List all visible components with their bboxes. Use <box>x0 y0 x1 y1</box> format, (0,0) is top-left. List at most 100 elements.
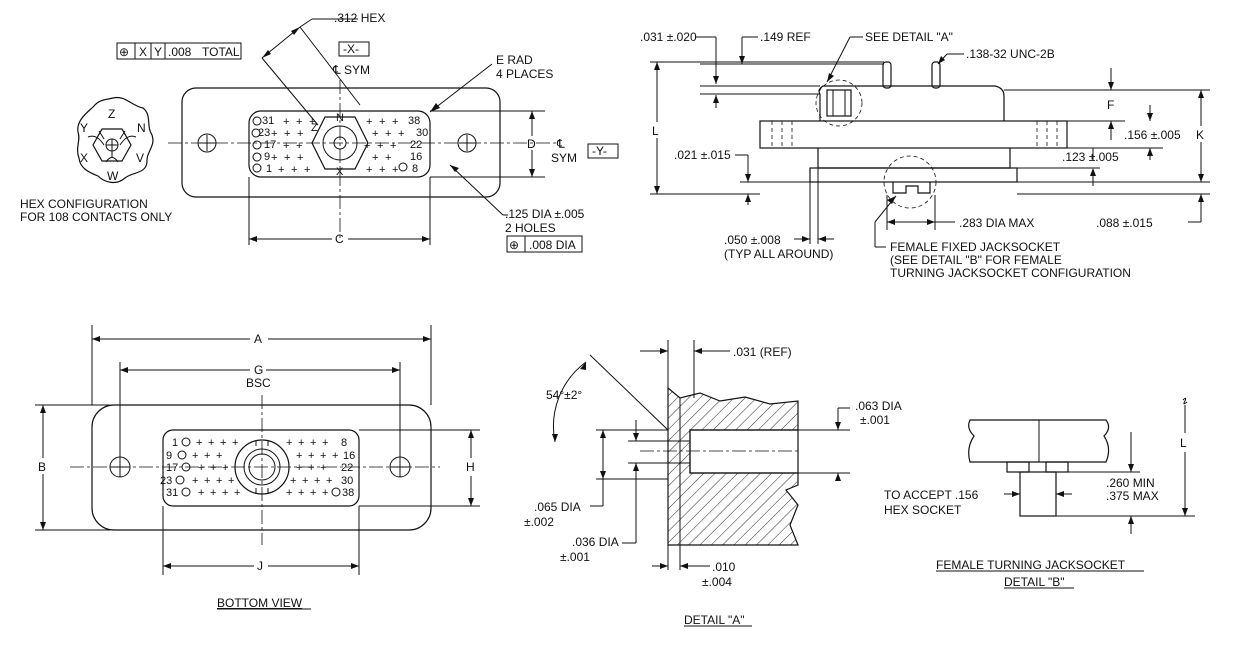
contact-pin-marker: + <box>296 116 302 128</box>
hex-letter-w: W <box>107 169 119 183</box>
contact-pin-marker: + <box>216 450 222 462</box>
detail-b-dim-l: L <box>1180 436 1187 450</box>
contact-pin-marker: + <box>222 462 228 474</box>
contact-pin-marker: + <box>304 164 310 176</box>
detail-b-min: .260 MIN <box>1106 476 1155 490</box>
mount-hole-left <box>197 133 217 153</box>
bottom-view: +++++++++++++++++++++++++++++++++++++ 1 … <box>35 325 480 610</box>
contact-pin-marker: + <box>283 140 289 152</box>
side-view: .031 ±.020 .149 REF SEE DETAIL "A" .138-… <box>640 30 1210 280</box>
contact-pin-marker: + <box>366 116 372 128</box>
side-dim-k: K <box>1196 128 1204 142</box>
side-dim-f: F <box>1107 98 1114 112</box>
hex-letter-n: N <box>137 121 146 135</box>
contact-pin-marker: + <box>283 116 289 128</box>
bottom-insert <box>162 429 360 507</box>
c-sym-label: ℄ SYM <box>332 63 370 77</box>
contact-pin-marker: + <box>192 450 198 462</box>
hex-mark-x: X <box>336 166 344 178</box>
bottom-view-title: BOTTOM VIEW <box>217 596 303 610</box>
top-pin-8: 8 <box>412 163 418 175</box>
contact-pin-marker: + <box>208 437 214 449</box>
contact-pin-marker: + <box>320 462 326 474</box>
contact-pin-marker: + <box>291 164 297 176</box>
top-view: Z N V W X Y HEX CONFIGURATION FOR 108 CO… <box>20 11 619 253</box>
contact-pin-marker: + <box>322 437 328 449</box>
contact-pin-marker: + <box>377 140 383 152</box>
top-pin-field: ++++++++++++++++++++++++++++ <box>271 116 404 176</box>
dim-b-label: B <box>38 460 46 474</box>
detail-a-title: DETAIL "A" <box>684 613 745 627</box>
contact-pin-marker: + <box>284 152 290 164</box>
hex-mark-z: Z <box>311 122 318 134</box>
contact-pin-marker: + <box>234 487 240 499</box>
detail-a-tol-036: ±.001 <box>560 550 590 564</box>
side-dim-156: .156 ±.005 <box>1124 128 1181 142</box>
dim-d-label: D <box>527 137 536 151</box>
contact-pin-marker: + <box>310 437 316 449</box>
contact-pin-marker: + <box>385 152 391 164</box>
bottom-pin-22: 22 <box>341 462 353 474</box>
detail-b: L .260 MIN .375 MAX TO ACCEPT .156 HEX S… <box>884 397 1195 589</box>
detail-b-body <box>968 419 1110 463</box>
detail-a-dim-036: .036 DIA <box>572 535 619 549</box>
bottom-flange <box>91 404 432 531</box>
bottom-pin-9: 9 <box>166 450 172 462</box>
contact-pin-marker: + <box>379 164 385 176</box>
side-dim-149: .149 REF <box>760 30 811 44</box>
detail-a: .031 (REF) 54°±2° .063 DIA ±.001 .065 DI… <box>524 340 902 627</box>
side-dim-031: .031 ±.020 <box>640 30 697 44</box>
contact-pin-marker: + <box>232 437 238 449</box>
hex-config-label-1: HEX CONFIGURATION <box>20 197 148 211</box>
contact-pin-marker: + <box>296 450 302 462</box>
contact-pin-marker: + <box>372 152 378 164</box>
contact-pin-marker: + <box>278 164 284 176</box>
contact-pin-marker: + <box>228 475 234 487</box>
contact-pin-marker: + <box>392 116 398 128</box>
side-shell <box>818 85 1005 121</box>
detail-b-title-2: DETAIL "B" <box>1004 575 1065 589</box>
bottom-pin-23: 23 <box>160 475 172 487</box>
detail-a-dim-010: .010 <box>712 560 736 574</box>
contact-pin-marker: + <box>314 475 320 487</box>
detail-a-dim-065: .065 DIA <box>534 500 581 514</box>
bsc-label: BSC <box>246 376 271 390</box>
bottom-pin-8: 8 <box>341 437 347 449</box>
contact-pin-marker: + <box>192 475 198 487</box>
side-dim-021: .021 ±.015 <box>674 148 731 162</box>
hex-config-label-2: FOR 108 CONTACTS ONLY <box>20 210 172 224</box>
contact-pin-marker: + <box>296 140 302 152</box>
side-dim-123: .123 ±.005 <box>1062 150 1119 164</box>
contact-pin-marker: + <box>364 140 370 152</box>
contact-pin-marker: + <box>198 462 204 474</box>
contact-pin-marker: + <box>379 116 385 128</box>
tol-value: .008 <box>168 45 192 59</box>
contact-pin-marker: + <box>398 128 404 140</box>
typ-all-around-label: (TYP ALL AROUND) <box>724 247 833 261</box>
top-flange <box>181 87 501 198</box>
hex-letter-y: Y <box>80 121 88 135</box>
hex-letter-v: V <box>136 151 144 165</box>
holes-count-label: 2 HOLES <box>505 221 556 235</box>
top-pin-17: 17 <box>264 139 276 151</box>
thread-label: .138-32 UNC-2B <box>966 47 1055 61</box>
contact-pin-marker: + <box>310 487 316 499</box>
bottom-pin-17: 17 <box>166 462 178 474</box>
detail-a-tol-065: ±.002 <box>524 515 554 529</box>
top-pin-1: 1 <box>266 163 272 175</box>
contact-pin-marker: + <box>220 437 226 449</box>
bottom-pin-field: +++++++++++++++++++++++++++++++++++++ <box>192 437 338 499</box>
contact-pin-marker: + <box>290 475 296 487</box>
d-centerline-label: ℄ <box>556 137 565 151</box>
detail-a-section <box>667 386 799 546</box>
side-dim-l: L <box>652 124 659 138</box>
contact-pin-marker: + <box>297 152 303 164</box>
contact-pin-marker: + <box>198 487 204 499</box>
contact-pin-marker: + <box>297 128 303 140</box>
contact-pin-marker: + <box>326 475 332 487</box>
contact-pin-marker: + <box>320 450 326 462</box>
bottom-pin-16: 16 <box>343 450 355 462</box>
female-fixed-label: FEMALE FIXED JACKSOCKET <box>890 240 1061 254</box>
contact-pin-marker: + <box>210 462 216 474</box>
contact-pin-marker: + <box>298 487 304 499</box>
